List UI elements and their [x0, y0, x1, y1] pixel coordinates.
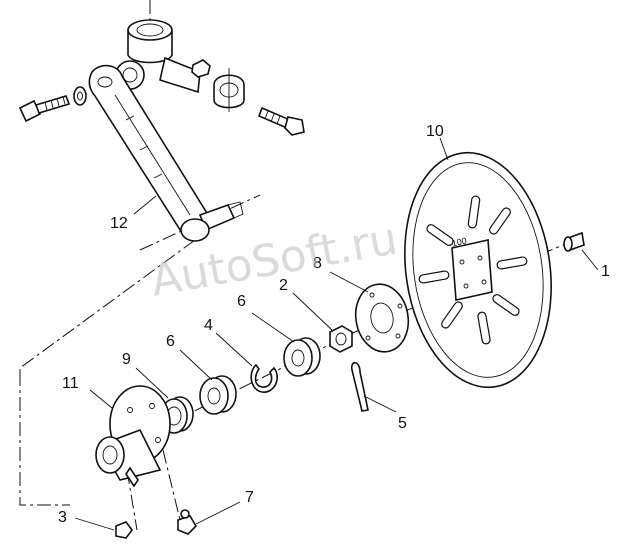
- callout-3: 3: [58, 509, 67, 526]
- flange-8: [354, 283, 410, 353]
- cotter-pin-5: [350, 361, 369, 412]
- hub-11: [95, 385, 171, 488]
- grease-fitting-7: [177, 509, 198, 535]
- callout-10: 10: [426, 123, 444, 140]
- plate-marking: 100: [451, 236, 468, 249]
- screw-1: [563, 231, 585, 252]
- bearing-6-right: [283, 337, 321, 377]
- callout-4: 4: [204, 317, 213, 334]
- callout-6-left: 6: [166, 333, 175, 350]
- bearing-6-left: [199, 375, 237, 415]
- callout-7: 7: [245, 489, 254, 506]
- callout-labels: 1 2 3 4 5 6 6 7 8 9 10 11 12: [58, 123, 610, 526]
- callout-8: 8: [313, 255, 322, 272]
- castle-nut-2: [329, 325, 353, 353]
- callout-9: 9: [122, 351, 131, 368]
- callout-1: 1: [601, 263, 610, 280]
- arm-bracket-assembly: [18, 19, 305, 242]
- callout-5: 5: [398, 415, 407, 432]
- callout-6-right: 6: [237, 293, 246, 310]
- wheel-disc: 100: [404, 151, 552, 389]
- callout-11: 11: [62, 375, 79, 392]
- wheel-slots: [418, 195, 528, 345]
- screw-3: [115, 521, 133, 539]
- callout-2: 2: [279, 277, 288, 294]
- snap-ring-4: [250, 363, 278, 393]
- callout-12: 12: [110, 215, 128, 232]
- leader-lines: [74, 137, 599, 531]
